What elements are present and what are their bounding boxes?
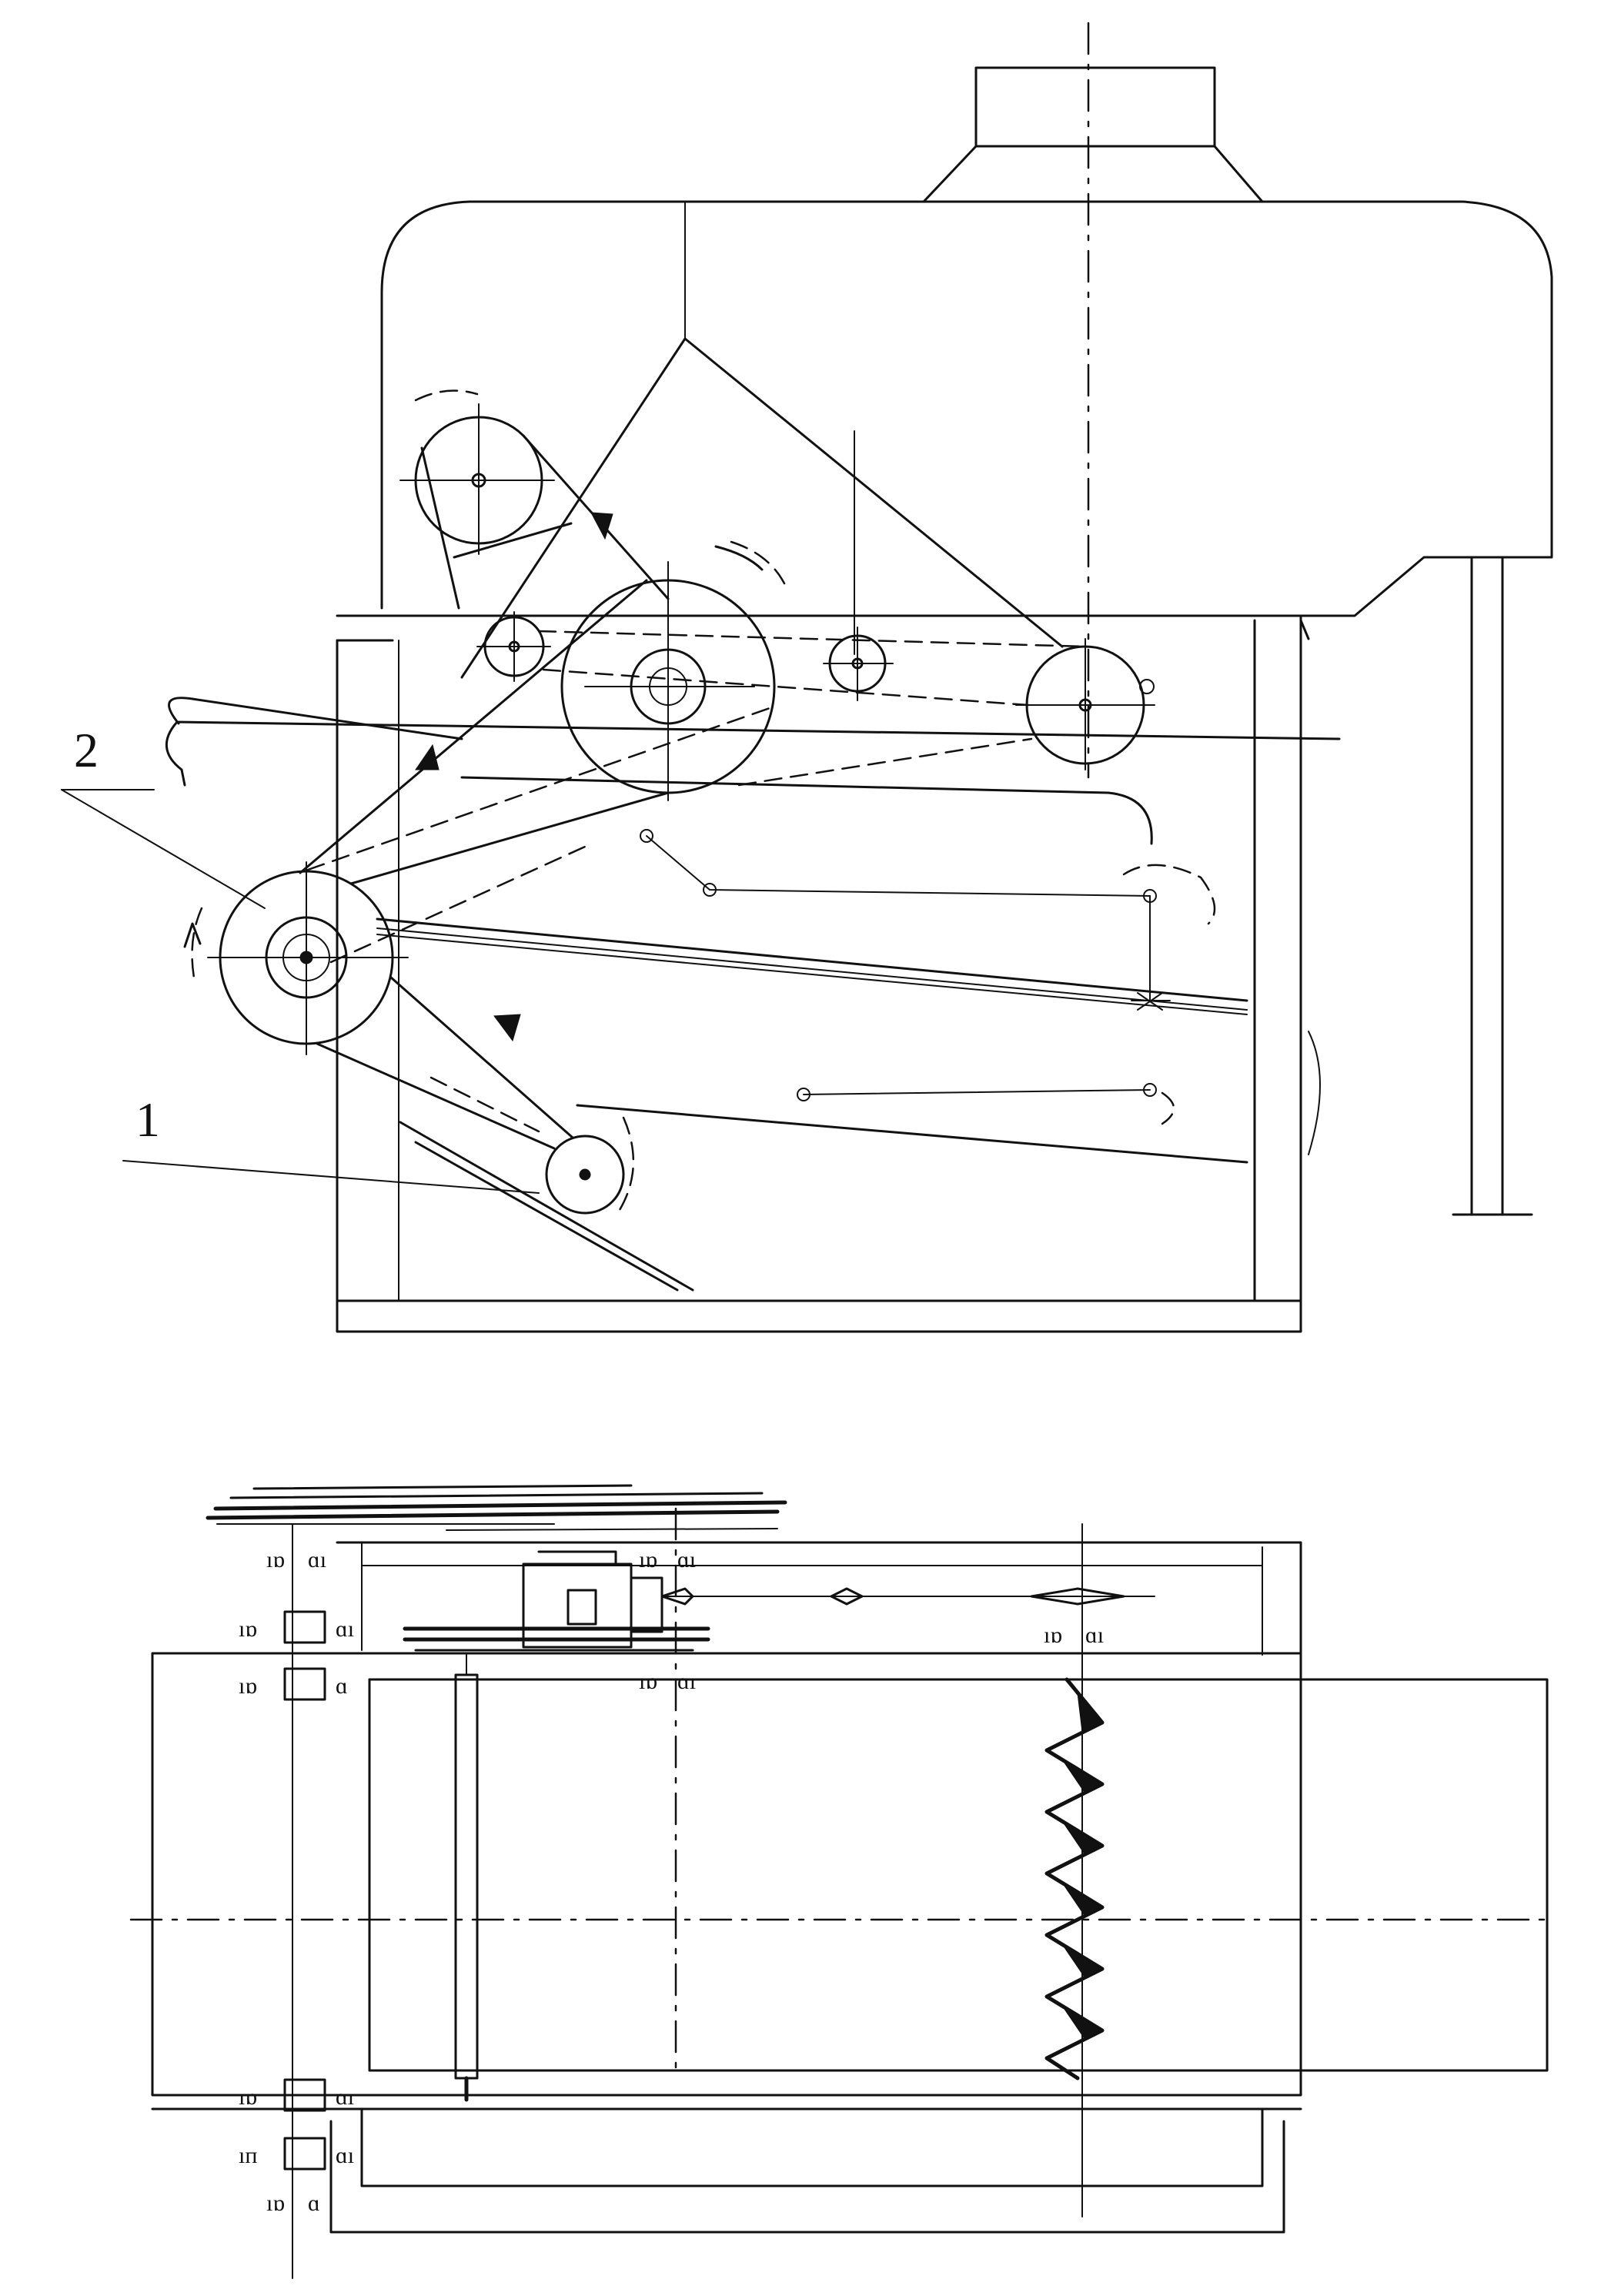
zigzag-conveyor <box>1044 1677 1105 2080</box>
svg-text:ɑı: ɑı <box>336 2084 354 2110</box>
upper-sieve <box>376 917 1248 1015</box>
svg-text:ıɒ: ıɒ <box>1044 1623 1062 1648</box>
lower-pulley-stack <box>403 1626 710 1652</box>
callout-label-1: 1 <box>135 1092 160 1147</box>
drive-frame <box>336 1541 1302 1664</box>
svg-text:ıп: ıп <box>239 2143 257 2168</box>
svg-text:ɑı: ɑı <box>336 2143 354 2168</box>
top-pulley-stack <box>206 1484 787 1531</box>
return-chute <box>165 697 1341 845</box>
svg-text:ɑı: ɑı <box>1085 1623 1104 1648</box>
svg-text:ɑ: ɑ <box>336 1673 348 1699</box>
svg-text:ɑı: ɑı <box>308 1547 326 1572</box>
callout-label-2: 2 <box>74 723 99 777</box>
drive-belts <box>299 434 1087 1150</box>
svg-text:ıɒ: ıɒ <box>639 1669 657 1694</box>
plan-belt <box>660 1587 1155 1606</box>
direction-arrows <box>415 512 764 1042</box>
svg-text:ɑı: ɑı <box>677 1547 696 1572</box>
side-elevation: 2 1 <box>61 22 1553 1333</box>
idler-small-mid <box>823 627 894 701</box>
idler-small-left <box>476 611 551 682</box>
motor-body <box>522 1550 663 1649</box>
lower-pulley <box>429 1076 635 1218</box>
inlet-pipe <box>922 66 1264 203</box>
svg-text:ɑı: ɑı <box>677 1669 696 1694</box>
machine-frame <box>336 614 1321 1333</box>
svg-text:ɑ: ɑ <box>308 2191 320 2216</box>
shaker-links <box>640 829 1216 1125</box>
discharge-tray <box>399 1121 694 1292</box>
svg-text:ɑı: ɑı <box>336 1616 354 1642</box>
svg-text:ıɒ: ıɒ <box>239 2084 257 2110</box>
plan-body <box>151 1652 1549 2234</box>
sprocket-upper <box>399 389 555 555</box>
callout-leader-2 <box>61 789 266 909</box>
svg-text:ıɒ: ıɒ <box>239 1616 257 1642</box>
sprocket-right <box>1015 638 1155 770</box>
hopper-housing <box>336 200 1553 679</box>
svg-text:ıɒ: ıɒ <box>639 1547 657 1572</box>
part-callouts: 2 1 <box>61 723 540 1194</box>
svg-text:ıɒ: ıɒ <box>266 1547 285 1572</box>
lower-sieve <box>576 1104 1248 1164</box>
svg-text:ıɒ: ıɒ <box>239 1673 257 1699</box>
callout-leader-1 <box>122 1160 540 1194</box>
svg-text:ıɒ: ıɒ <box>266 2191 285 2216</box>
large-pulley <box>560 540 787 801</box>
scraper-bar <box>454 1654 479 2102</box>
side-leg <box>1452 556 1533 1216</box>
motor-pulley <box>183 861 409 1055</box>
